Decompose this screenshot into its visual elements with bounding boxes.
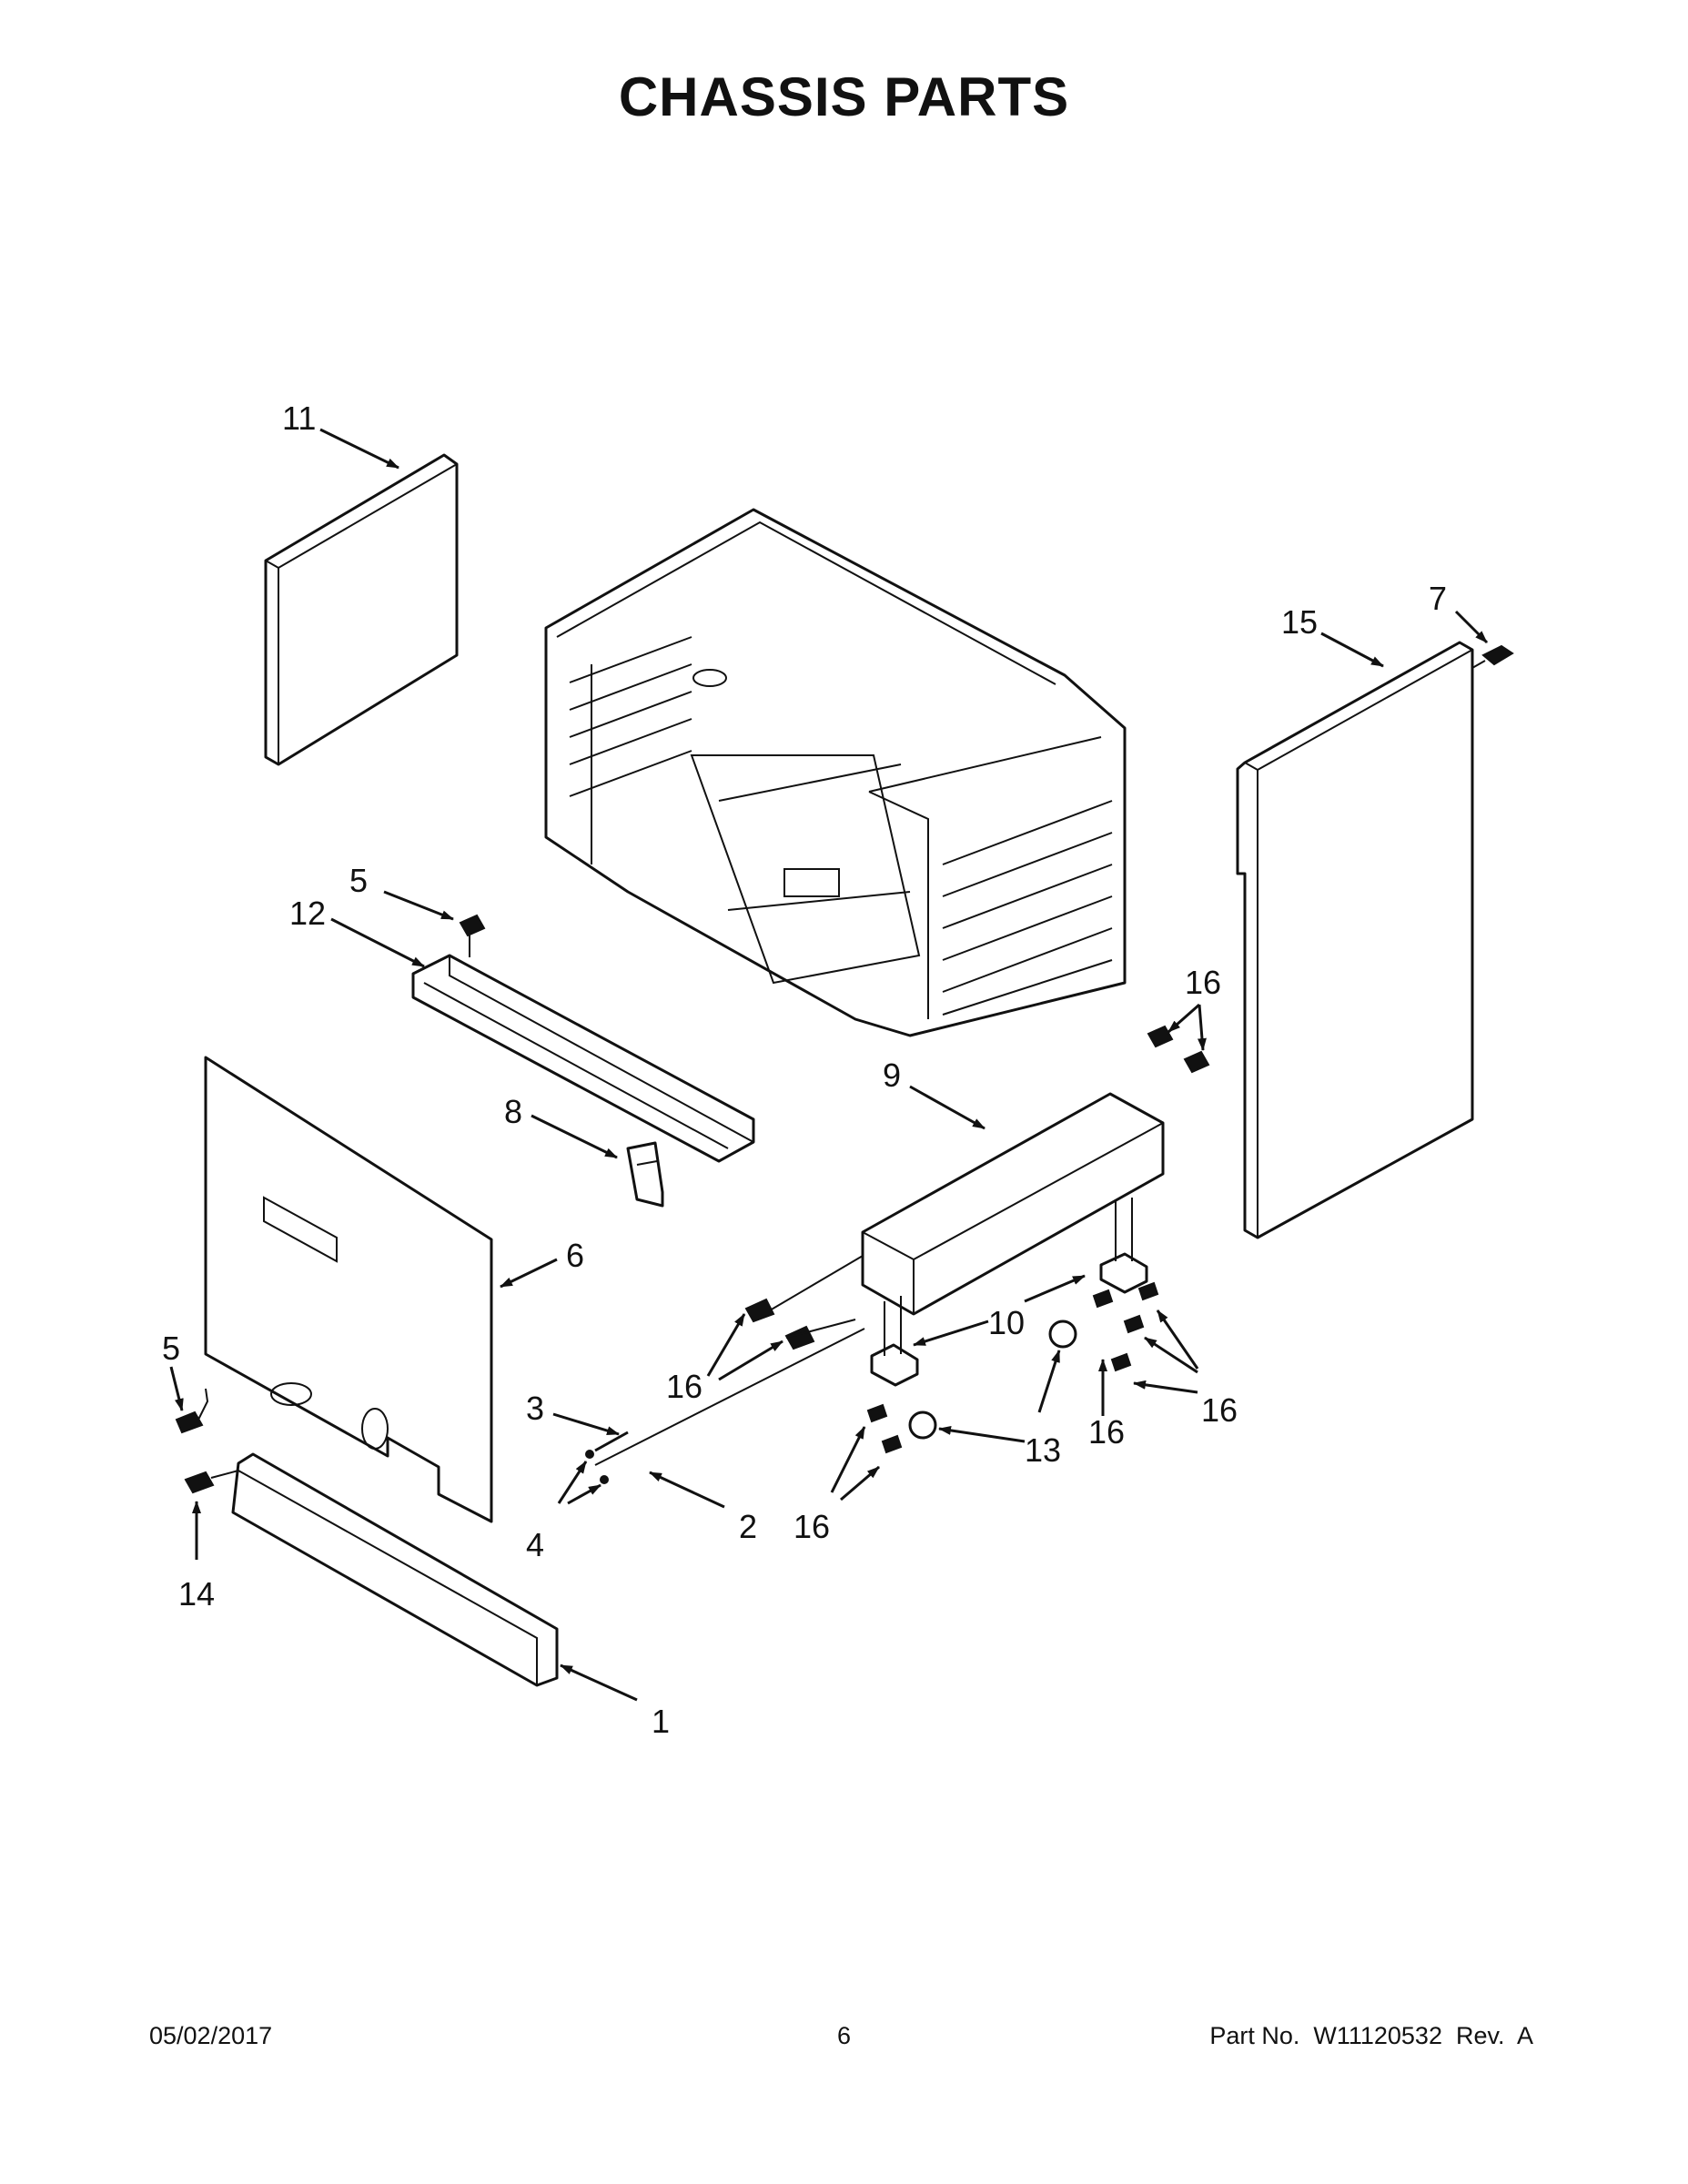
- callout-16-center: 16: [1088, 1413, 1125, 1451]
- footer-part-number: Part No. W11120532 Rev. A: [1209, 2022, 1533, 2049]
- part-11-side-panel: [264, 453, 459, 766]
- leader-2: [649, 1471, 725, 1509]
- part-9-burner-box: [861, 1092, 1165, 1316]
- leader-16-bottom-b: [840, 1465, 880, 1502]
- part-14-screw: [184, 1470, 239, 1494]
- callout-8: 8: [504, 1093, 522, 1130]
- callout-4: 4: [526, 1526, 544, 1563]
- callout-12: 12: [289, 895, 326, 932]
- callout-16-mid: 16: [666, 1368, 702, 1405]
- leader-16-mid-b: [718, 1340, 783, 1381]
- callout-15: 15: [1281, 603, 1318, 641]
- leader-5-upper: [383, 890, 454, 921]
- part-15-side-panel: [1236, 641, 1474, 1239]
- leader-4-b: [567, 1483, 601, 1505]
- part-1-kick-plate: [231, 1452, 559, 1687]
- leader-12: [330, 917, 425, 968]
- callout-16-bottom: 16: [793, 1508, 830, 1545]
- part-12-rail-bracket: [411, 954, 755, 1163]
- part-5-screw-lower: [175, 1388, 209, 1434]
- leader-16-mid-a: [706, 1313, 746, 1377]
- leader-1: [560, 1663, 638, 1702]
- footer-date: 05/02/2017: [149, 2022, 273, 2049]
- leader-8: [531, 1114, 618, 1159]
- part-8-bracket: [626, 1141, 664, 1208]
- callout-labels: 11 7 15 5 12 16 8 9 6 10 5 16 16 16 3 13…: [162, 399, 1447, 1740]
- part-13-thermostat-b: [1048, 1320, 1077, 1349]
- leader-5-lower: [169, 1366, 184, 1411]
- leader-10-a: [913, 1320, 989, 1347]
- callout-5-upper: 5: [349, 862, 368, 899]
- leader-16-bottom-a: [830, 1426, 866, 1493]
- leader-13-a: [938, 1425, 1026, 1443]
- callout-3: 3: [526, 1390, 544, 1427]
- footer-page-number: 6: [836, 2022, 852, 2049]
- callout-16-right: 16: [1201, 1391, 1238, 1429]
- callout-10: 10: [988, 1304, 1025, 1341]
- part-3-rod: [594, 1431, 629, 1452]
- callout-13: 13: [1025, 1431, 1061, 1469]
- leader-15: [1320, 632, 1384, 668]
- part-10-valve-left: [870, 1296, 919, 1387]
- callout-1: 1: [652, 1703, 670, 1740]
- callout-6: 6: [566, 1237, 584, 1274]
- part-2-rod: [594, 1328, 865, 1466]
- leader-6: [500, 1258, 558, 1289]
- part-10-valve-right: [1099, 1198, 1148, 1294]
- leader-3: [552, 1412, 620, 1436]
- oven-cavity: [544, 508, 1127, 1037]
- callout-14: 14: [178, 1575, 215, 1613]
- leader-lines: [169, 428, 1489, 1702]
- part-4-clips: [585, 1450, 609, 1484]
- part-13-thermostat-a: [908, 1410, 937, 1440]
- part-5-screw-upper: [459, 914, 486, 957]
- leader-16-right-b: [1156, 1309, 1199, 1370]
- callout-16-top: 16: [1185, 964, 1221, 1001]
- part-16-screws: [744, 1025, 1210, 1454]
- part-6-back-panel: [204, 1056, 493, 1523]
- callout-5-lower: 5: [162, 1330, 180, 1367]
- part-7-screw: [1471, 644, 1514, 669]
- callout-2: 2: [739, 1508, 757, 1545]
- leader-16-top-a: [1167, 1003, 1200, 1034]
- leader-16-right-d: [1133, 1380, 1198, 1394]
- leader-7: [1454, 610, 1489, 644]
- page-title: CHASSIS PARTS: [618, 66, 1070, 127]
- callout-9: 9: [883, 1057, 901, 1094]
- callout-7: 7: [1429, 580, 1447, 617]
- leader-9: [909, 1085, 986, 1130]
- callout-11: 11: [282, 399, 316, 437]
- leader-13-b: [1037, 1350, 1061, 1413]
- leader-16-top-b: [1197, 1004, 1207, 1051]
- leader-16-right-c: [1144, 1336, 1198, 1374]
- leader-10-b: [1024, 1274, 1086, 1303]
- leader-11: [319, 428, 399, 470]
- leader-4-a: [557, 1461, 588, 1504]
